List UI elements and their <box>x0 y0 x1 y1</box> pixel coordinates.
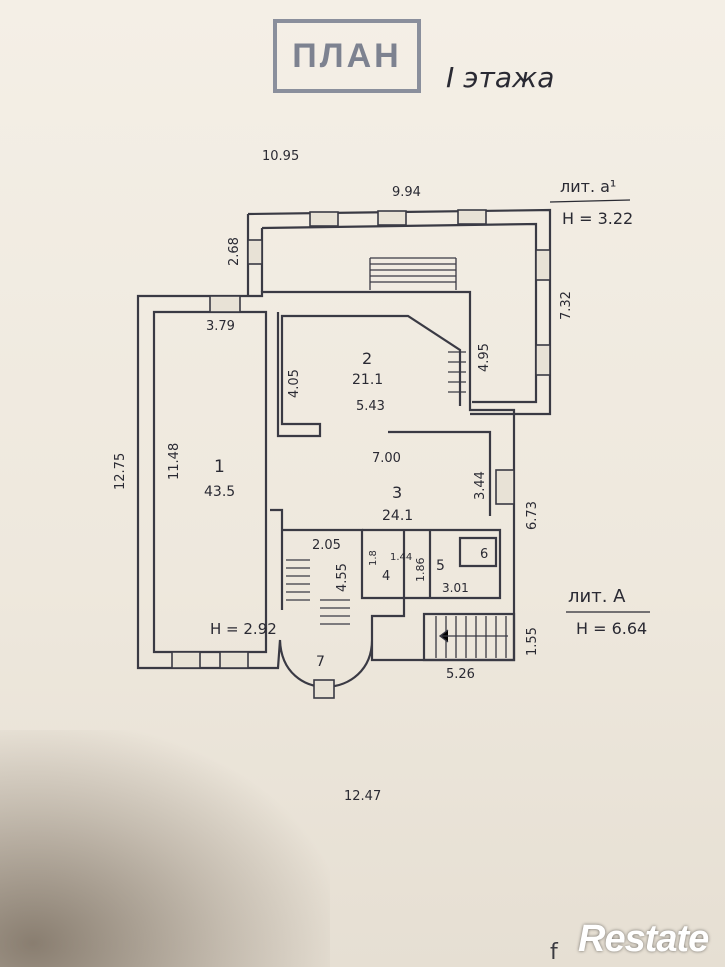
window <box>313 679 335 699</box>
room-3-area: 24.1 <box>382 508 413 524</box>
window <box>457 209 487 225</box>
stair-annex <box>369 257 457 290</box>
window <box>309 211 339 227</box>
dim-bottom-right: 5.26 <box>446 667 475 682</box>
window <box>219 651 249 669</box>
dim-wc-d: 3.01 <box>442 581 469 595</box>
partition-wc <box>362 528 502 600</box>
window <box>171 651 201 669</box>
dim-annex-inner: 4.95 <box>477 343 492 372</box>
dim-stair-height: 4.55 <box>335 563 350 592</box>
lit-a1-underline <box>549 199 631 203</box>
stair-room2 <box>448 351 466 393</box>
room-4-number: 4 <box>382 569 390 584</box>
room-2-area: 21.1 <box>352 372 383 388</box>
dim-annex-left: 2.68 <box>227 237 242 266</box>
window <box>247 239 263 265</box>
dim-wc-a: 1.8 <box>368 550 379 566</box>
dim-room3-top: 7.00 <box>372 451 401 466</box>
dim-overall-bottom: 12.47 <box>344 789 381 804</box>
room-1-height: H = 2.92 <box>210 620 277 638</box>
room-3-number: 3 <box>392 483 402 502</box>
room2-wall-right <box>388 430 492 516</box>
outer-wall-main <box>136 290 516 688</box>
room-7-number: 7 <box>316 654 325 670</box>
window <box>535 249 551 281</box>
dim-right-low: 1.55 <box>525 627 540 656</box>
dim-wc-b: 1.44 <box>390 552 412 563</box>
stair-main <box>286 559 350 625</box>
lit-a-height: H = 6.64 <box>576 619 647 638</box>
dim-wc-c: 1.86 <box>414 558 427 583</box>
room-5-number: 5 <box>436 558 445 574</box>
floor-label: I этажа <box>446 61 555 94</box>
lit-a1-height: H = 3.22 <box>562 209 633 228</box>
dim-stair-width: 2.05 <box>312 538 341 553</box>
dim-room1-left: 11.48 <box>167 443 182 480</box>
dim-overall-top: 10.95 <box>262 149 299 164</box>
stamp-text: ПЛАН <box>292 36 402 75</box>
window <box>209 295 241 313</box>
dim-right-mid: 6.73 <box>525 501 540 530</box>
window <box>535 344 551 376</box>
room-1-area: 43.5 <box>204 484 235 500</box>
lit-a-name: лит. А <box>568 586 626 607</box>
window <box>495 469 515 505</box>
annex-wall-inner <box>261 222 538 404</box>
edge-mark: f <box>550 940 558 965</box>
plan-stamp: ПЛАН <box>273 19 421 93</box>
stair-arrow <box>438 629 508 643</box>
dim-annex-right: 7.32 <box>559 291 574 320</box>
dim-overall-left: 12.75 <box>113 453 128 490</box>
inner-wall-main <box>152 310 268 654</box>
dim-room3-right: 3.44 <box>473 471 488 500</box>
lit-a1-name: лит. a¹ <box>560 177 616 196</box>
room-6-number: 6 <box>480 547 488 562</box>
room-2-number: 2 <box>362 349 372 368</box>
entrance-stair-frame <box>422 612 516 662</box>
restate-logo: Restate <box>578 918 709 960</box>
room-1-number: 1 <box>214 457 225 477</box>
dim-room2-bottom: 5.43 <box>356 399 385 414</box>
photo-shadow <box>0 730 330 967</box>
room2-wall <box>276 312 462 438</box>
dim-annex-top: 9.94 <box>392 185 421 200</box>
dim-room2-left: 4.05 <box>287 369 302 398</box>
dim-room1-top: 3.79 <box>206 319 235 334</box>
window <box>377 210 407 226</box>
